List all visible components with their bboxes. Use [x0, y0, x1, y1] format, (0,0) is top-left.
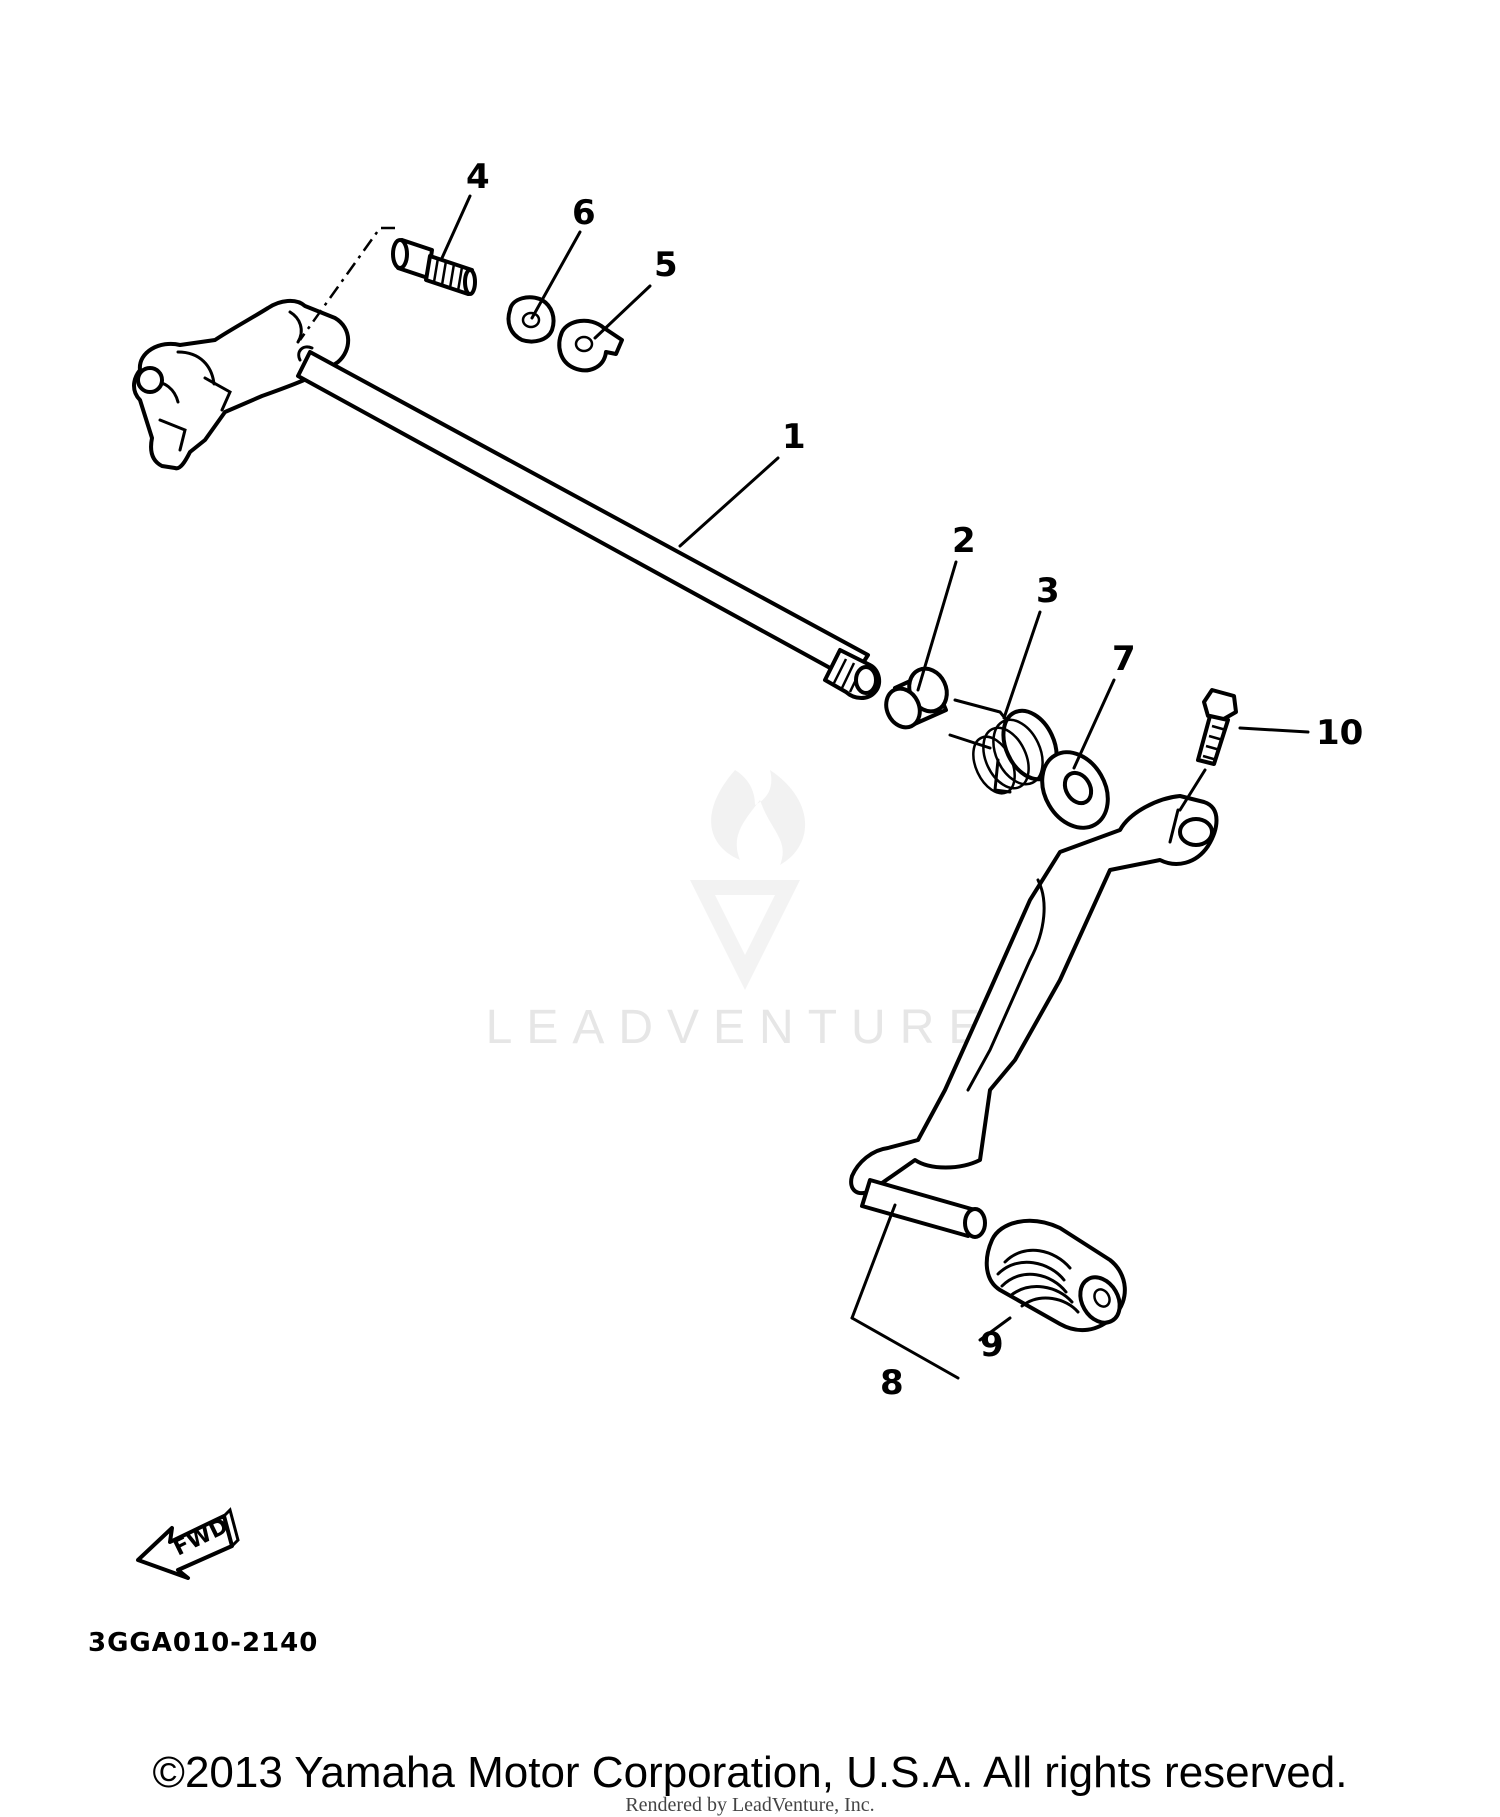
leader-line-2 — [916, 560, 958, 692]
watermark-text: LEADVENTURE — [485, 1001, 995, 1054]
watermark-logo-icon — [690, 770, 806, 990]
bolt-part-10 — [1196, 688, 1238, 766]
copyright-notice: ©2013 Yamaha Motor Corporation, U.S.A. A… — [152, 1748, 1348, 1797]
lock-washer-part-5 — [557, 318, 624, 373]
leader-line-6 — [530, 230, 582, 320]
leader-line-7 — [1072, 678, 1116, 770]
leader-line-1 — [678, 456, 780, 548]
leader-line-3 — [1002, 610, 1042, 720]
bolt-part-4 — [391, 238, 477, 296]
leader-lines — [440, 194, 1310, 1380]
nut-part-6 — [506, 295, 556, 344]
callout-1: 1 — [782, 417, 806, 457]
leader-line-4 — [440, 194, 472, 260]
shift-pedal-part-8 — [849, 794, 1219, 1239]
callout-8: 8 — [880, 1363, 904, 1403]
washer-part-7 — [1040, 750, 1110, 830]
fwd-arrow-icon: FWD — [136, 1507, 240, 1580]
footrest-rubber-part-9 — [984, 1218, 1127, 1333]
callout-10: 10 — [1316, 713, 1363, 753]
shift-shaft-part — [132, 299, 882, 700]
leader-line-10b — [1178, 768, 1207, 812]
leader-line-8 — [850, 1203, 897, 1320]
leader-line-10 — [1238, 726, 1310, 734]
callout-5: 5 — [654, 245, 678, 285]
callout-9: 9 — [980, 1325, 1004, 1365]
callout-6: 6 — [572, 193, 596, 233]
callout-4: 4 — [466, 157, 490, 197]
leader-line-9 — [978, 1316, 1012, 1342]
leader-line-5 — [593, 284, 652, 340]
callout-2: 2 — [952, 521, 976, 561]
callout-7: 7 — [1112, 639, 1136, 679]
callout-3: 3 — [1036, 571, 1060, 611]
diagram-code: 3GGA010-2140 — [88, 1628, 319, 1658]
rendered-by-notice: Rendered by LeadVenture, Inc. — [625, 1794, 875, 1816]
collar-part-2 — [884, 666, 949, 730]
leader-line-8-9 — [850, 1316, 960, 1380]
